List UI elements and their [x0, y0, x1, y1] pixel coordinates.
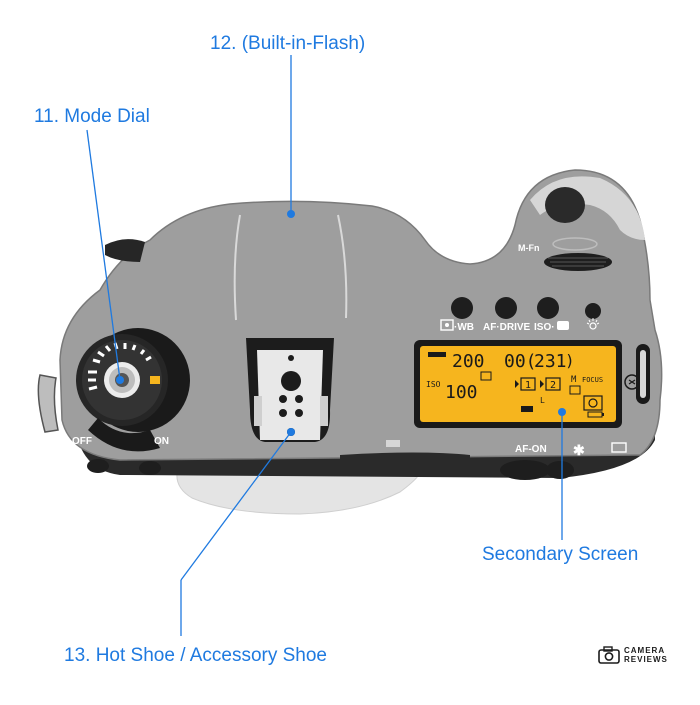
callout-hot-shoe: 13. Hot Shoe / Accessory Shoe [64, 645, 327, 666]
lcd-iso-label: ISO [426, 380, 441, 389]
lcd-aperture: 00( [504, 351, 537, 372]
lcd-card1: 1 [525, 380, 531, 391]
af-on-button-strip[interactable] [340, 452, 470, 464]
logo-line-2: REVIEWS [624, 655, 668, 664]
lcd-mode: M [571, 375, 577, 385]
asterisk-label: ✱ [573, 442, 585, 458]
af-on-label: AF-ON [515, 444, 547, 455]
right-lock-icon [624, 374, 640, 390]
lcd-shots: 231 [534, 351, 567, 372]
camera-outline-icon [598, 646, 620, 664]
iso-button[interactable] [537, 297, 559, 319]
flash-ridge-left [233, 214, 241, 321]
iso-label: ISO· [534, 322, 555, 333]
dial-lock-lever[interactable] [88, 418, 160, 452]
lcd-light-button[interactable] [585, 303, 601, 319]
camera-reviews-logo: CAMERA REVIEWS [598, 646, 668, 664]
lcd-shutter: 200 [452, 351, 485, 372]
wb-label: ·WB [454, 322, 474, 333]
metering-icon [440, 319, 454, 331]
off-label: OFF [72, 436, 92, 447]
metering-wb-button[interactable] [451, 297, 473, 319]
hot-shoe-plate [257, 350, 323, 440]
svg-text:): ) [565, 351, 575, 370]
lcd-card2: 2 [550, 380, 556, 391]
lcd-iso-value: 100 [445, 382, 478, 403]
leader-mode-dial [86, 129, 121, 381]
light-bulb-icon [586, 318, 600, 330]
lcd-focus: FOCUS [582, 376, 603, 384]
callout-mode-dial: 11. Mode Dial [34, 106, 150, 127]
hot-shoe-center-pin [281, 371, 301, 391]
mode-dial-markings [88, 342, 152, 391]
lcd-quality: L [540, 396, 545, 405]
flash-ridge-right [337, 214, 348, 319]
logo-line-1: CAMERA [624, 646, 666, 655]
left-strap-lug [105, 239, 145, 262]
mfn-label: M-Fn [518, 243, 540, 253]
on-label: ON [154, 436, 169, 447]
af-drive-label: AF·DRIVE [483, 322, 531, 333]
callout-secondary-screen: Secondary Screen [482, 544, 639, 565]
af-drive-button[interactable] [495, 297, 517, 319]
main-dial-button[interactable] [545, 187, 585, 223]
callout-built-in-flash: 12. (Built-in-Flash) [210, 33, 366, 54]
left-side-latch [37, 374, 59, 433]
